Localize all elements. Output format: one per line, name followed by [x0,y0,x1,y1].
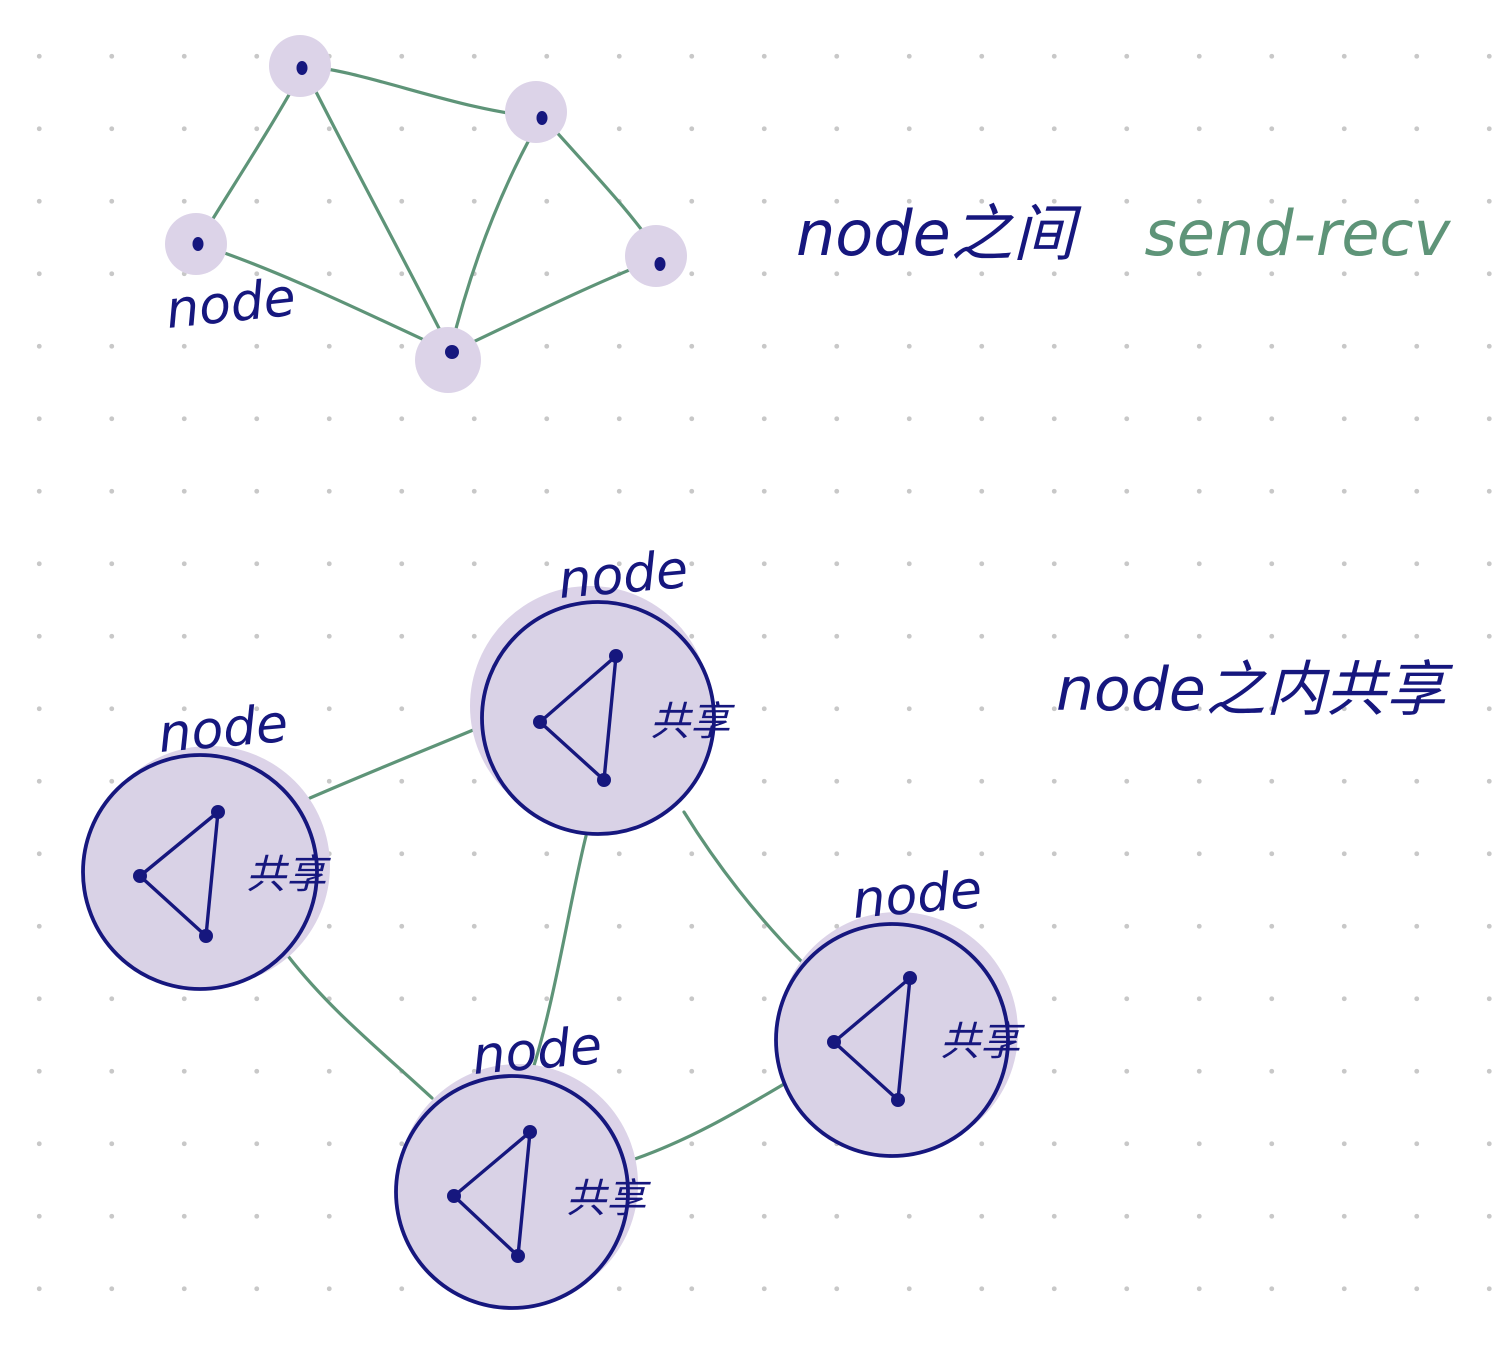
shared-triangle [133,805,225,943]
triangle-vertex [533,715,547,729]
edge-left-bottom [286,954,434,1100]
edge-c-d [196,242,452,354]
top-network: node [163,35,687,393]
top-caption: node之间 send-recv [796,197,1452,270]
cluster-label: node [470,1016,605,1087]
bottom-edges [286,726,808,1162]
triangle-vertex [211,805,225,819]
node-dot [654,257,666,271]
triangle-edges [138,810,220,938]
edge-b-d [448,118,542,354]
triangle-vertex [891,1093,905,1107]
top-node [415,327,481,393]
shared-label: 共享 [566,1176,651,1222]
cluster-label: node [850,860,985,931]
top-node [625,225,687,287]
cluster-circle [394,1074,630,1310]
edge-left-top [308,726,480,800]
top-nodes [165,35,687,393]
edge-a-d [303,68,452,352]
triangle-vertex [511,1249,525,1263]
triangle-vertex [447,1189,461,1203]
shared-triangle [533,649,623,787]
node-dot [296,61,308,75]
bottom-caption: node之内共享 [1056,655,1454,725]
node-cluster: 共享 node [81,694,331,991]
triangle-vertex [903,971,917,985]
triangle-vertex [199,929,213,943]
triangle-vertex [609,649,623,663]
triangle-vertex [597,773,611,787]
top-node [505,81,567,143]
node-cluster: 共享 node [394,1016,651,1310]
cluster-circle [480,600,716,836]
triangle-vertex [523,1125,537,1139]
cluster-label: node [156,694,291,765]
shared-label: 共享 [650,699,735,745]
cluster-circle [774,922,1010,1158]
top-node-label: node [163,268,298,341]
top-caption-comm: send-recv [1144,197,1451,270]
top-caption-prefix: node之间 [796,197,1082,270]
node-halo [415,327,481,393]
shared-label: 共享 [246,852,331,898]
bottom-network: 共享 node 共享 node [81,540,1025,1310]
shared-label: 共享 [940,1019,1025,1065]
triangle-edges [832,976,912,1102]
triangle-vertex [133,869,147,883]
top-node [165,213,227,275]
triangle-edges [538,654,618,782]
node-halo [505,81,567,143]
triangle-vertex [827,1035,841,1049]
shared-triangle [447,1125,537,1263]
node-halo [625,225,687,287]
node-dot [192,237,204,251]
shared-triangle [827,971,917,1107]
edge-top-right [682,810,808,968]
node-dot [536,111,548,125]
edge-d-e [450,256,662,354]
edge-a-c [196,68,305,245]
cluster-label: node [556,540,691,611]
cluster-circle [81,753,319,991]
node-cluster: 共享 node [774,860,1025,1158]
edge-bottom-right [630,1082,786,1162]
node-dot [445,345,459,359]
node-cluster: 共享 node [470,540,735,836]
triangle-edges [452,1130,532,1258]
edge-top-bottom [530,834,588,1074]
top-node [269,35,331,97]
